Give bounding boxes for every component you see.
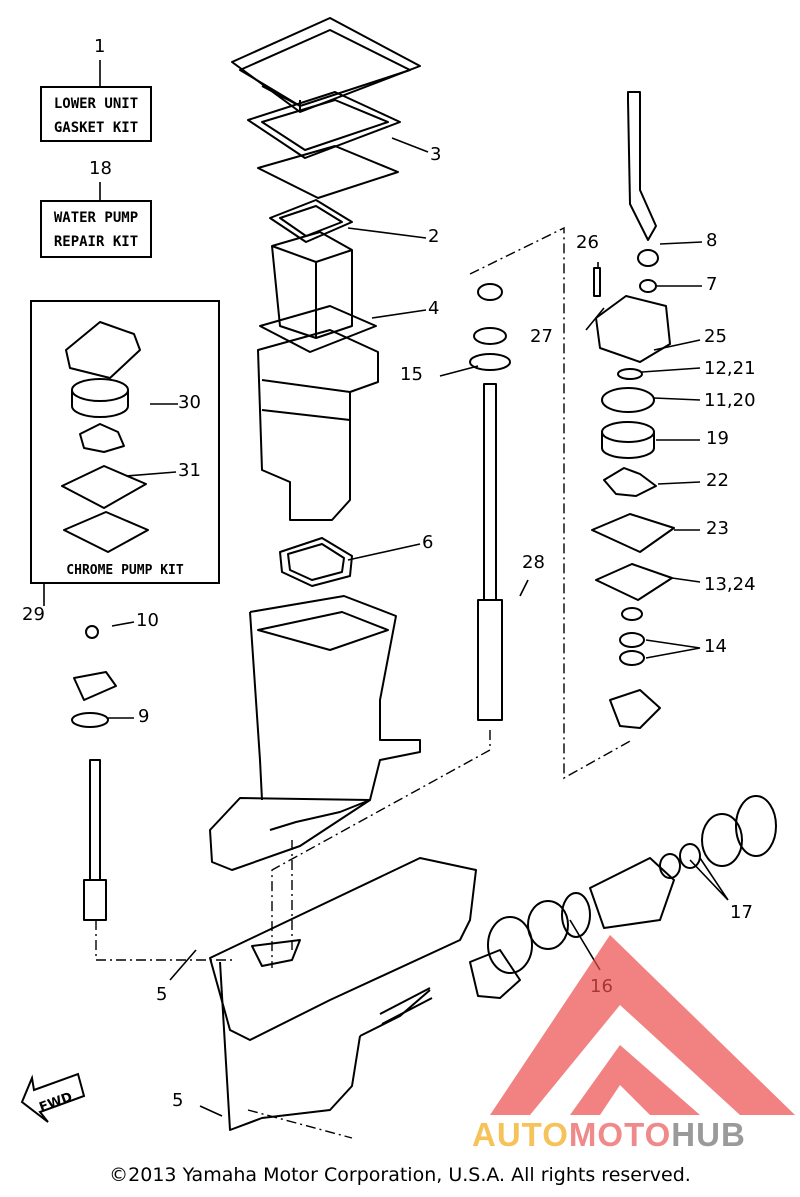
callout-19: 19 bbox=[706, 428, 729, 449]
callout-9: 9 bbox=[138, 706, 150, 727]
shift-rod bbox=[71, 625, 117, 921]
callout-1: 1 bbox=[94, 36, 106, 57]
gasket-4 bbox=[259, 305, 377, 353]
pump-parts-stack bbox=[591, 368, 675, 729]
pump-housing bbox=[593, 249, 671, 363]
callout-30: 30 bbox=[178, 392, 201, 413]
wordmark-part: AUTO bbox=[472, 1116, 569, 1153]
propeller-shaft-assembly bbox=[379, 795, 777, 1025]
callout-26: 26 bbox=[576, 232, 599, 253]
callout-2: 2 bbox=[428, 226, 440, 247]
callout-13-24: 13,24 bbox=[704, 574, 756, 595]
chrome-pump-kit-label: CHROME PUMP KIT bbox=[66, 563, 184, 578]
callout-7: 7 bbox=[706, 274, 718, 295]
water-pump-repair-kit-box: WATER PUMP REPAIR KIT bbox=[40, 200, 152, 258]
chrome-pump-kit-panel: CHROME PUMP KIT bbox=[30, 300, 220, 584]
upper-casing-plate bbox=[231, 17, 421, 113]
seal-6 bbox=[279, 537, 353, 587]
plate-under-gasket bbox=[257, 145, 399, 199]
kit-line: WATER PUMP bbox=[53, 210, 139, 226]
callout-5-upper: 5 bbox=[156, 984, 168, 1005]
callout-15: 15 bbox=[400, 364, 423, 385]
callout-12-21: 12,21 bbox=[704, 358, 756, 379]
fwd-label: FWD bbox=[37, 1090, 74, 1116]
kit-line: GASKET KIT bbox=[53, 120, 139, 136]
water-tube bbox=[627, 91, 657, 241]
copyright-notice: ©2013 Yamaha Motor Corporation, U.S.A. A… bbox=[109, 1164, 691, 1186]
callout-23: 23 bbox=[706, 518, 729, 539]
callout-14: 14 bbox=[704, 636, 727, 657]
callout-4: 4 bbox=[428, 298, 440, 319]
callout-3: 3 bbox=[430, 144, 442, 165]
callout-6: 6 bbox=[422, 532, 434, 553]
callout-17: 17 bbox=[730, 902, 753, 923]
callout-11-20: 11,20 bbox=[704, 390, 756, 411]
callout-18: 18 bbox=[89, 158, 112, 179]
callout-31: 31 bbox=[178, 460, 201, 481]
automotohub-wordmark: AUTOMOTOHUB bbox=[472, 1116, 746, 1154]
gasket-2 bbox=[269, 199, 353, 243]
lower-unit-gasket-kit-box: LOWER UNIT GASKET KIT bbox=[40, 86, 152, 142]
callout-25: 25 bbox=[704, 326, 727, 347]
callout-10: 10 bbox=[136, 610, 159, 631]
wordmark-part: HUB bbox=[671, 1116, 746, 1153]
chrome-kit-parts bbox=[61, 321, 149, 553]
fwd-arrow-icon: FWD bbox=[20, 1072, 86, 1123]
upper-casing bbox=[209, 595, 421, 871]
callout-29: 29 bbox=[22, 604, 45, 625]
gasket-3 bbox=[247, 91, 401, 159]
exhaust-manifold bbox=[257, 329, 379, 521]
kit-line: REPAIR KIT bbox=[53, 234, 139, 250]
exhaust-guide bbox=[271, 231, 353, 339]
kit-line: LOWER UNIT bbox=[53, 96, 139, 112]
callout-22: 22 bbox=[706, 470, 729, 491]
callout-27: 27 bbox=[530, 326, 553, 347]
lower-casing bbox=[209, 857, 477, 1131]
callout-8: 8 bbox=[706, 230, 718, 251]
callout-5-lower: 5 bbox=[172, 1090, 184, 1111]
drive-shaft bbox=[469, 283, 511, 721]
automotohub-logo bbox=[490, 935, 795, 1115]
wordmark-part: MOTO bbox=[568, 1116, 672, 1153]
callout-28: 28 bbox=[522, 552, 545, 573]
